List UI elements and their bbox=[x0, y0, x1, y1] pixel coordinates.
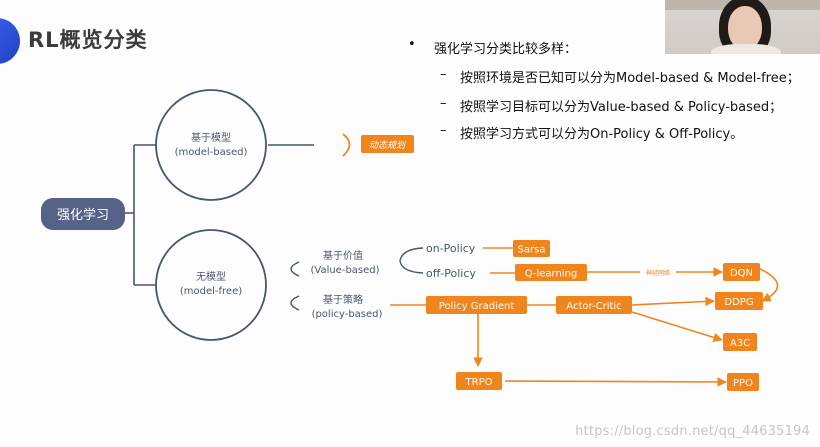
actor-critic-node bbox=[556, 296, 632, 314]
q-learning-label: Q-learning bbox=[525, 269, 578, 280]
root-node bbox=[41, 198, 125, 230]
actor-critic-label: Actor-Critic bbox=[566, 301, 621, 312]
ppo-label: PPO bbox=[733, 378, 753, 389]
dynamic-programming-label: 动态规划 bbox=[369, 140, 407, 151]
dqn-label: DQN bbox=[730, 268, 753, 279]
webcam-video-thumbnail bbox=[665, 0, 820, 54]
policy-based-sublabel: (policy-based) bbox=[312, 309, 383, 320]
root-node-label: 强化学习 bbox=[57, 207, 109, 223]
a3c-node bbox=[723, 333, 757, 351]
page-title: RL概览分类 bbox=[28, 28, 148, 52]
bullet-sub-item: –按照学习目标可以分为Value-based & Policy-based； bbox=[440, 96, 783, 115]
model-based-label: 基于模型 bbox=[191, 131, 231, 144]
value-based-label: 基于价值 bbox=[323, 249, 363, 262]
model-free-sublabel: (model-free) bbox=[180, 286, 242, 297]
ppo-node bbox=[727, 373, 759, 391]
brace-icon bbox=[342, 133, 351, 157]
policy-based-label: 基于策略 bbox=[323, 293, 363, 306]
q-learning-node bbox=[515, 264, 587, 281]
off-policy-label: off-Policy bbox=[426, 267, 476, 280]
bullet-main: 强化学习分类比较多样： bbox=[408, 37, 577, 57]
sarsa-label: Sarsa bbox=[518, 245, 546, 256]
bullet-sub-item: –按照学习方式可以分为On-Policy & Off-Policy。 bbox=[440, 123, 744, 142]
model-free-circle bbox=[155, 229, 267, 341]
brace-icon bbox=[290, 261, 300, 277]
bullet-sub-item: –按照环境是否已知可以分为Model-based & Model-free； bbox=[440, 67, 800, 86]
ddpg-label: DDPG bbox=[724, 297, 753, 308]
trpo-node bbox=[456, 372, 502, 390]
dynamic-programming-node bbox=[361, 135, 414, 153]
value-based-sublabel: (Value-based) bbox=[310, 265, 379, 276]
watermark-url: https://blog.csdn.net/qq_44635194 bbox=[575, 424, 810, 439]
ddpg-node bbox=[715, 292, 763, 310]
policy-gradient-label: Policy Gradient bbox=[439, 301, 515, 312]
policy-gradient-node bbox=[426, 296, 527, 314]
a3c-label: A3C bbox=[730, 338, 750, 349]
brace-icon bbox=[290, 295, 300, 311]
model-free-label: 无模型 bbox=[196, 270, 226, 283]
model-based-sublabel: (model-based) bbox=[175, 147, 248, 158]
title-badge-decoration bbox=[0, 18, 20, 64]
on-policy-label: on-Policy bbox=[426, 242, 476, 255]
dqn-node bbox=[723, 263, 760, 281]
neural-network-note: 神经网络 bbox=[646, 269, 670, 277]
model-based-circle bbox=[155, 89, 267, 201]
brace-icon bbox=[399, 247, 424, 274]
trpo-label: TRPO bbox=[465, 377, 493, 388]
sarsa-node bbox=[513, 240, 550, 257]
